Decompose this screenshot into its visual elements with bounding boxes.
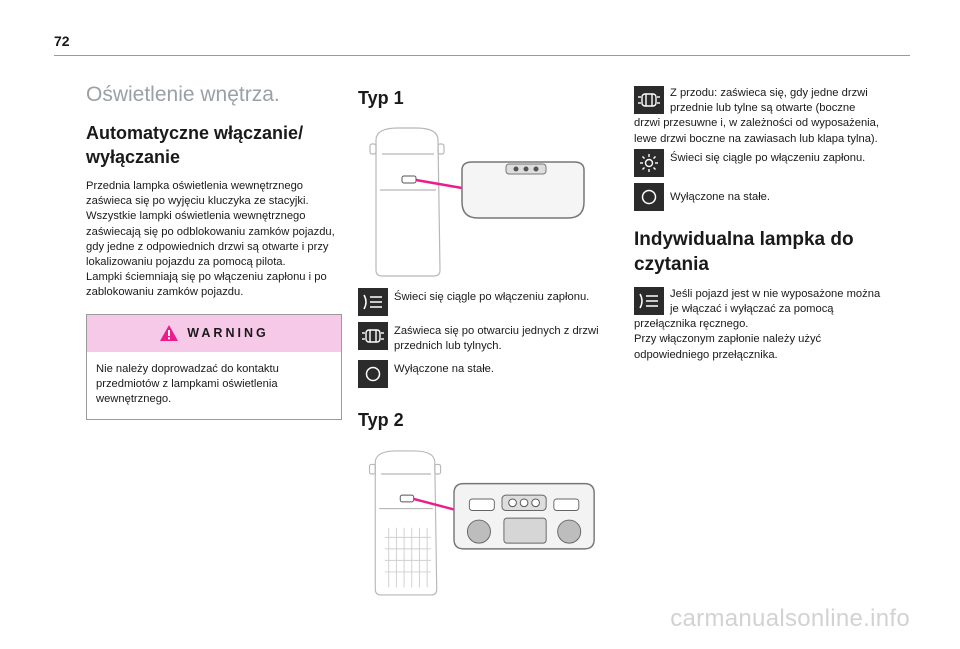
type1-item-door: Zaświeca się po otwarciu jednych z drzwi… — [358, 322, 608, 354]
sun-icon — [634, 148, 664, 177]
type2-heading: Typ 2 — [358, 410, 404, 431]
light-off-icon — [358, 360, 388, 389]
header-rule — [54, 55, 910, 56]
section-heading-auto: Automatyczne włączanie/ wyłączanie — [86, 123, 304, 167]
type1-item-off: Wyłączone na stałe. — [358, 360, 608, 389]
light-on-icon — [634, 286, 664, 315]
warning-triangle-icon — [160, 325, 179, 342]
right-item-on: Świeci się ciągle po włączeniu zapłonu. — [634, 148, 884, 177]
warning-text: Nie należy doprowadzać do kontaktu przed… — [96, 362, 279, 406]
page-number: 72 — [54, 33, 70, 49]
paragraph: Wszystkie lampki oświetlenia wewnętrzneg… — [86, 210, 335, 269]
watermark: carmanualsonline.info — [670, 605, 910, 632]
paragraph: Lampki ściemniają się po włączeniu zapło… — [86, 271, 327, 299]
warning-box: WARNING Nie należy doprowadzać do kontak… — [86, 313, 342, 421]
middle-column: Typ 1 Świeci się ciągle po włączeniu zap… — [358, 82, 608, 602]
reading-lamp-heading: Indywidualna lampka do czytania — [634, 228, 854, 275]
right-item-off: Wyłączone na stałe. — [634, 182, 884, 211]
right-item-on-text: Świeci się ciągle po włączeniu zapłonu. — [670, 151, 866, 164]
type1-item-off-text: Wyłączone na stałe. — [394, 363, 495, 376]
reading-lamp-text-2: Przy włączonym zapłonie należy użyć odpo… — [634, 333, 822, 361]
type1-item-door-text: Zaświeca się po otwarciu jednych z drzwi… — [394, 325, 599, 353]
right-item-off-text: Wyłączone na stałe. — [670, 190, 771, 203]
type1-ceiling-light-illustration — [369, 127, 585, 277]
light-off-icon — [634, 182, 664, 211]
reading-lamp-text: Jeśli pojazd jest w nie wyposażone można… — [634, 287, 881, 331]
right-item-door-text: Z przodu: zaświeca się, gdy jedne drzwi … — [634, 87, 879, 145]
right-column: Z przodu: zaświeca się, gdy jedne drzwi … — [634, 86, 884, 363]
warning-title: WARNING — [187, 326, 269, 341]
paragraph: Przednia lampka oświetlenia wewnętrznego… — [86, 180, 309, 208]
left-column: Oświetlenie wnętrza. Automatyczne włącza… — [86, 82, 342, 421]
reading-lamp-section: Jeśli pojazd jest w nie wyposażone można… — [634, 286, 884, 363]
type1-item-on: Świeci się ciągle po włączeniu zapłonu. — [358, 288, 608, 316]
warning-header: WARNING — [87, 314, 341, 352]
door-light-icon — [358, 322, 388, 350]
right-item-door: Z przodu: zaświeca się, gdy jedne drzwi … — [634, 86, 884, 147]
light-on-icon — [358, 288, 388, 316]
door-light-icon — [634, 86, 664, 114]
page-title: Oświetlenie wnętrza. — [86, 83, 280, 106]
type1-heading: Typ 1 — [358, 88, 404, 108]
type2-ceiling-light-illustration — [368, 450, 595, 596]
type1-item-on-text: Świeci się ciągle po włączeniu zapłonu. — [394, 291, 590, 303]
